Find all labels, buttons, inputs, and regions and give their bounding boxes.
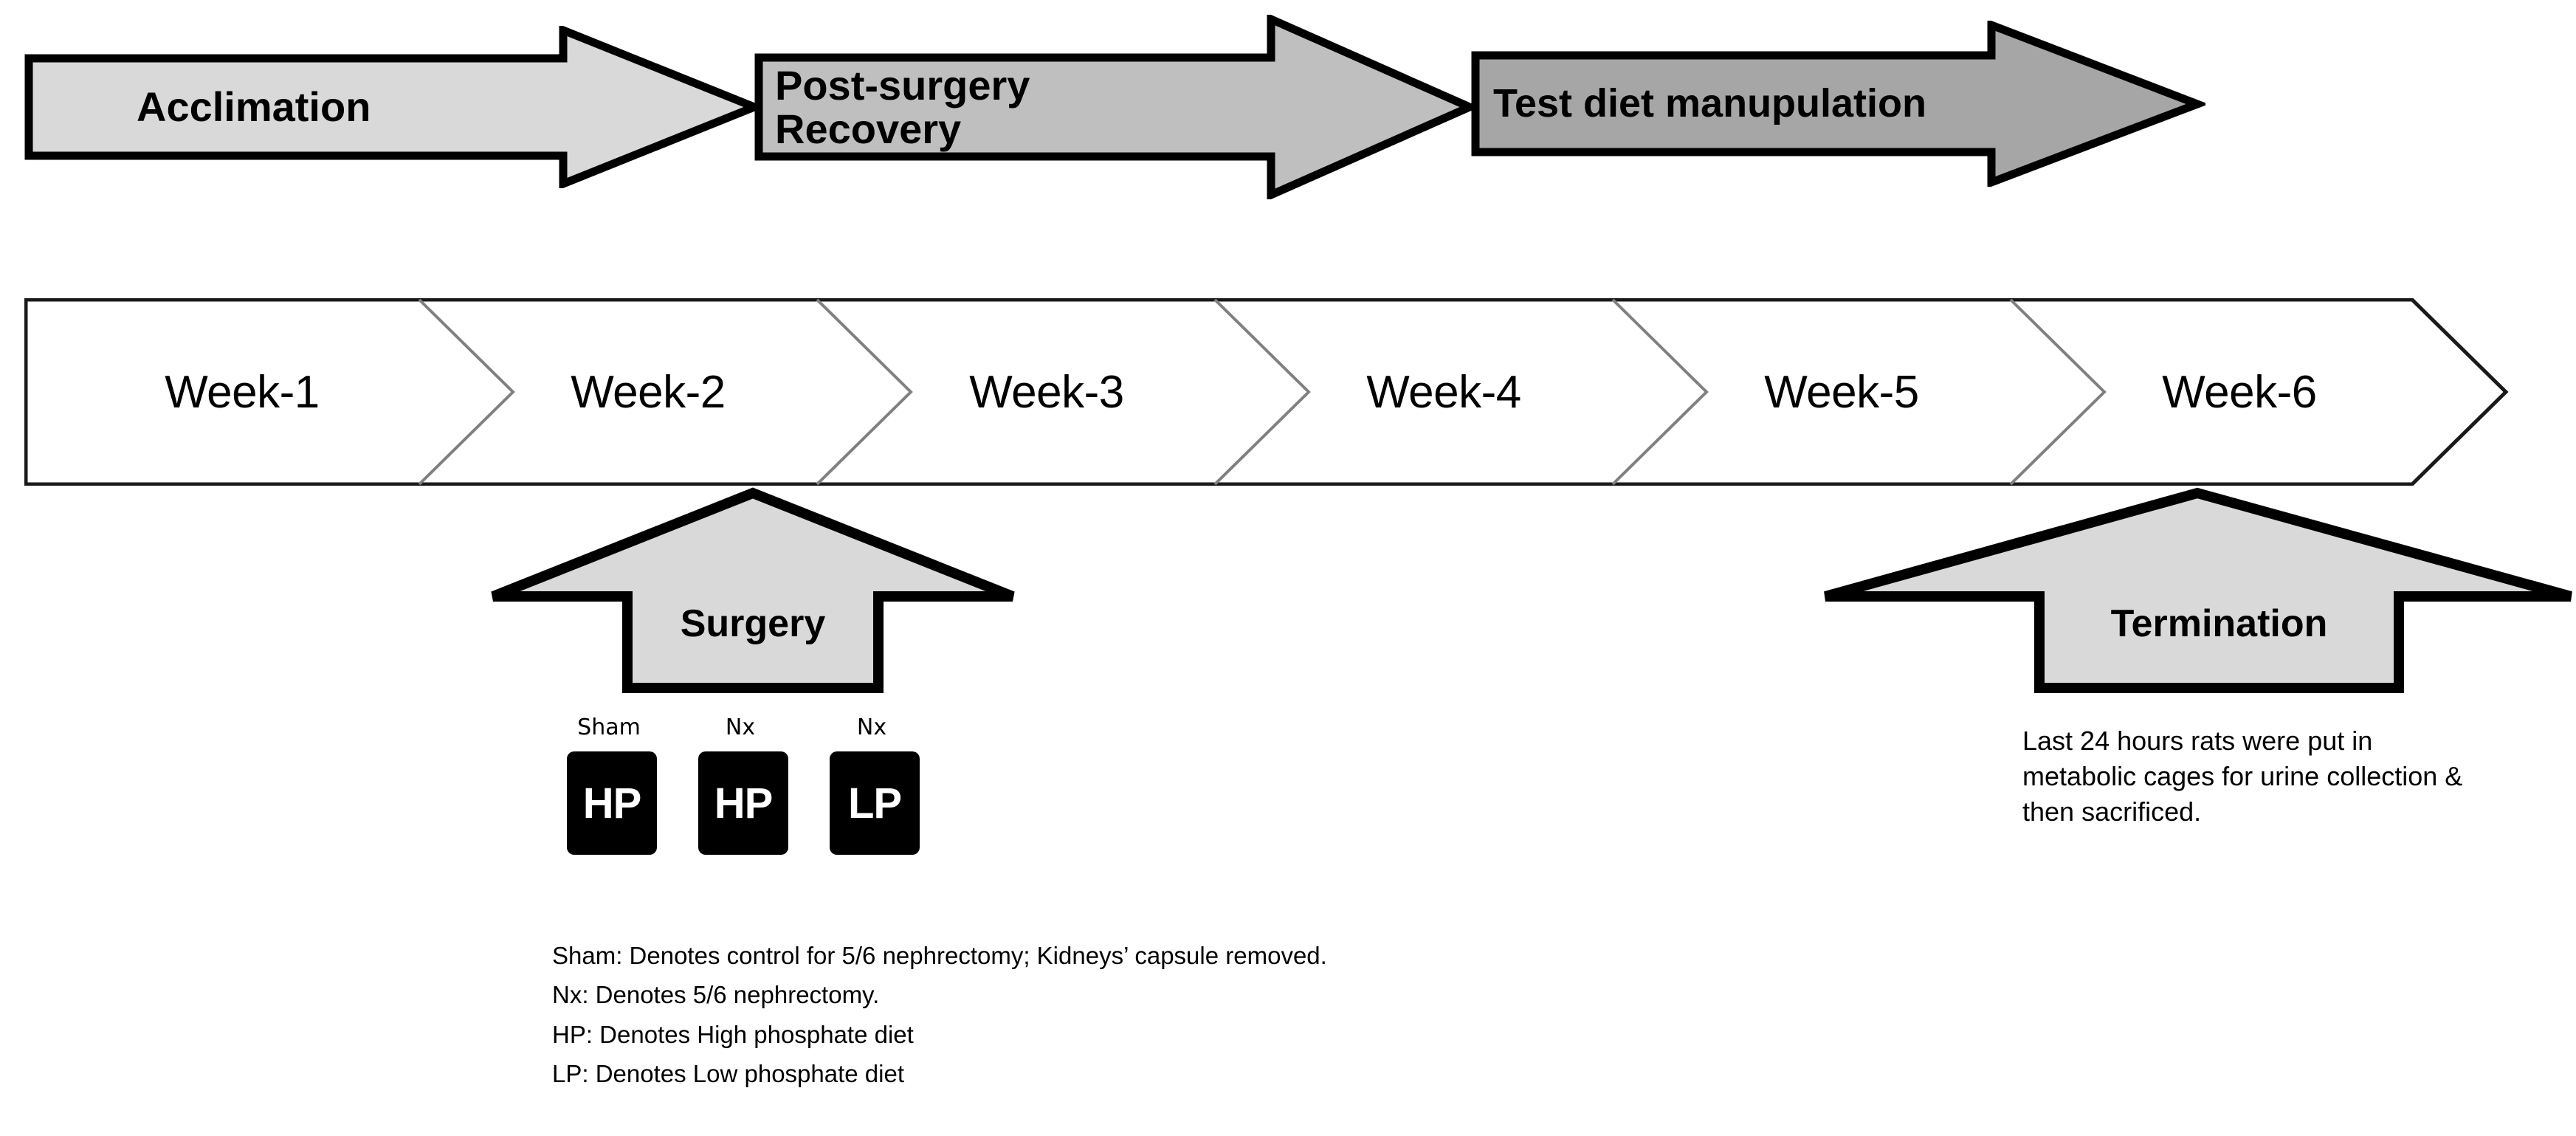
callout-label-surgery: Surgery — [680, 602, 826, 645]
callout-arrow-shape — [1824, 487, 2572, 693]
diet-chip-hp-nx: HP — [698, 751, 788, 855]
termination-note-text: Last 24 hours rats were put in metabolic… — [2022, 726, 2463, 827]
callout-arrow-surgery[interactable]: Surgery — [487, 487, 1019, 694]
legend-line-hp: HP: Denotes High phosphate diet — [552, 1020, 914, 1048]
week-label-1: Week-1 — [165, 366, 320, 418]
phase-arrow-test-diet-manipulation[interactable]: Test diet manupulation — [1471, 21, 2205, 187]
phase-arrow-shape — [754, 15, 1474, 199]
callout-arrow-termination[interactable]: Termination — [1819, 487, 2576, 694]
week-label-6: Week-6 — [2162, 366, 2317, 418]
diet-chip-hp-sham: HP — [567, 751, 657, 855]
legend-line-lp: LP: Denotes Low phosphate diet — [552, 1060, 905, 1088]
week-bar-shape — [24, 298, 2509, 486]
phase-arrow-shape — [24, 26, 759, 188]
week-timeline-bar: Week-1 Week-2 Week-3 Week-4 Week-5 Week-… — [24, 298, 2512, 486]
diet-tag-sham: Sham — [577, 715, 641, 740]
week-label-3: Week-3 — [969, 366, 1124, 418]
callout-label-termination: Termination — [2110, 602, 2328, 645]
diet-chip-lp-nx: LP — [830, 751, 920, 855]
diet-group-1[interactable]: Sham HP — [561, 715, 657, 877]
phase-arrow-post-surgery-recovery[interactable]: Post-surgery Recovery — [754, 15, 1474, 199]
week-divider — [418, 298, 515, 486]
week-label-5: Week-5 — [1764, 366, 1919, 418]
legend-line-sham: Sham: Denotes control for 5/6 nephrectom… — [552, 942, 1327, 969]
week-divider-group — [418, 298, 2107, 486]
diet-group-2[interactable]: Nx HP — [692, 715, 788, 877]
diet-tag-nx-hp: Nx — [725, 715, 756, 740]
week-divider — [816, 298, 913, 486]
phase-arrow-acclimation[interactable]: Acclimation — [24, 26, 759, 188]
callout-arrow-shape — [491, 487, 1015, 693]
week-label-4: Week-4 — [1366, 366, 1521, 418]
week-divider — [1611, 298, 1709, 486]
legend-block: Sham: Denotes control for 5/6 nephrectom… — [552, 936, 1327, 1094]
phase-arrow-shape — [1471, 21, 2205, 187]
week-label-2: Week-2 — [571, 366, 726, 418]
diet-tag-nx-lp: Nx — [856, 715, 887, 740]
diet-group-3[interactable]: Nx LP — [824, 715, 920, 877]
week-divider — [1213, 298, 1311, 486]
legend-line-nx: Nx: Denotes 5/6 nephrectomy. — [552, 981, 880, 1009]
week-divider — [2009, 298, 2107, 486]
